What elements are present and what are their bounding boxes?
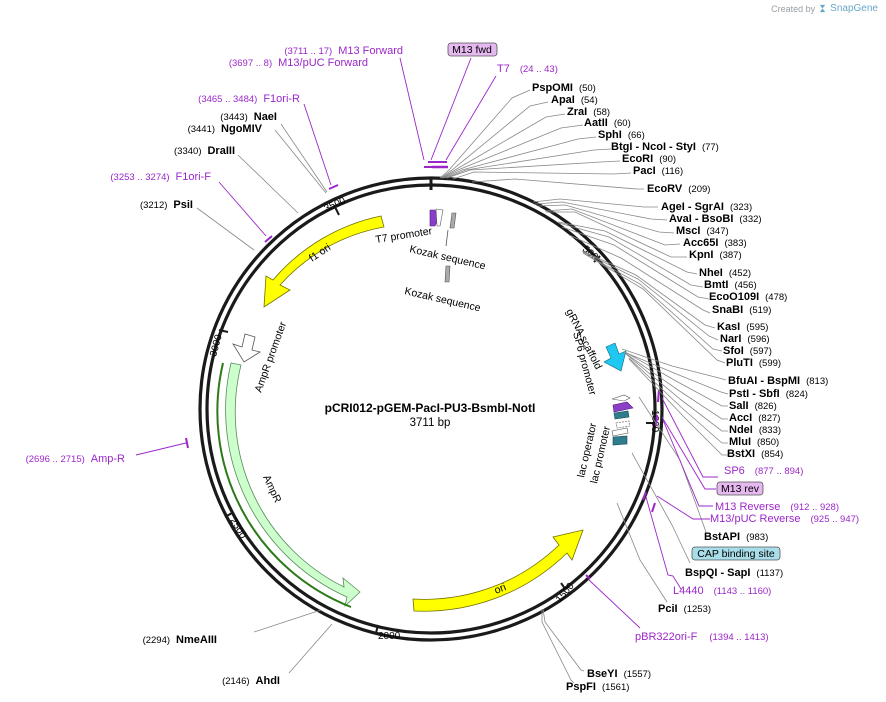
site-acc65i[interactable]: Acc65I(383): [683, 237, 747, 249]
site-paci[interactable]: PacI(116): [633, 165, 683, 177]
primer-m13-puc-reverse[interactable]: M13/pUC Reverse(925 .. 947): [710, 513, 859, 525]
site-pspomi[interactable]: PspOMI(50): [532, 82, 596, 94]
site-aatii[interactable]: AatII(60): [584, 117, 631, 129]
tick-label-3500: 3500: [323, 195, 348, 215]
site-leader-lines: [439, 89, 729, 684]
primer-pbr322ori-f[interactable]: pBR322ori-F(1394 .. 1413): [635, 631, 769, 643]
site-ecoo109i[interactable]: EcoO109I(478): [709, 291, 787, 303]
site-ahdi[interactable]: (2146)AhdI: [222, 675, 280, 687]
tick-label-2000: 2000: [378, 631, 401, 642]
site-nmeaiii[interactable]: (2294)NmeAIII: [143, 634, 217, 646]
site-msci[interactable]: MscI(347): [676, 225, 729, 237]
kozak-2-label: Kozak sequence: [403, 285, 482, 314]
primer-f1ori-f[interactable]: (3253 .. 3274)F1ori-F: [110, 171, 211, 183]
feature-f1-ori[interactable]: f1 ori: [263, 215, 385, 308]
site-sphi[interactable]: SphI(66): [598, 129, 645, 141]
m13-fwd-box[interactable]: M13 fwd: [447, 42, 498, 57]
site-psii[interactable]: (3212)PsiI: [140, 199, 193, 211]
site-nari[interactable]: NarI(596): [720, 333, 770, 345]
primer-sp6[interactable]: SP6(877 .. 894): [724, 465, 803, 477]
site-bseyi[interactable]: BseYI(1557): [587, 668, 651, 680]
primer-l4440[interactable]: L4440(1143 .. 1160): [673, 585, 771, 597]
primer-m13-reverse[interactable]: M13 Reverse(912 .. 928): [715, 501, 839, 513]
snapgene-logo-icon: [819, 4, 826, 13]
site-pspfi[interactable]: PspFI(1561): [566, 681, 629, 693]
credit-prefix: Created by: [771, 3, 816, 14]
site-avai-bsobi[interactable]: AvaI - BsoBI(332): [669, 213, 762, 225]
tick-label-2500: 2500: [227, 516, 248, 541]
site-pcii[interactable]: PciI(1253): [658, 603, 711, 615]
feature-ampr-promoter[interactable]: AmpR promoter: [232, 320, 290, 394]
restriction-sites-right: PspOMI(50) ApaI(54) ZraI(58) AatII(60) S…: [532, 82, 828, 693]
feature-kozak-2[interactable]: Kozak sequence: [403, 265, 482, 314]
site-bmti[interactable]: BmtI(456): [704, 279, 757, 291]
ampr-promoter-label: AmpR promoter: [253, 320, 290, 394]
site-psti-sbfi[interactable]: PstI - SbfI(824): [729, 388, 808, 400]
site-bspqi-sapi[interactable]: BspQI - SapI(1137): [685, 567, 783, 579]
feature-ori[interactable]: ori: [412, 529, 584, 612]
feature-t7-promoter[interactable]: T7 promoter: [375, 208, 444, 246]
credit-brand: SnapGene: [830, 3, 878, 14]
primer-marks: [185, 161, 660, 580]
primer-amp-r[interactable]: (2696 .. 2715)Amp-R: [26, 453, 125, 465]
cap-binding-site-label: CAP binding site: [697, 548, 775, 560]
site-sfoi[interactable]: SfoI(597): [723, 345, 772, 357]
site-agei-sgrai[interactable]: AgeI - SgrAI(323): [661, 201, 752, 213]
primer-m13-puc-forward[interactable]: (3697 .. 8)M13/pUC Forward: [229, 57, 368, 69]
feature-ampr[interactable]: AmpR: [216, 362, 361, 608]
site-zrai[interactable]: ZraI(58): [567, 106, 610, 118]
site-sali[interactable]: SalI(826): [729, 400, 777, 412]
credit-badge: Created by SnapGene: [771, 3, 878, 14]
feature-lac-labels: lac operator lac promoter: [575, 421, 613, 484]
primer-t7[interactable]: T7(24 .. 43): [497, 63, 558, 75]
ampr-label: AmpR: [260, 473, 283, 505]
cap-binding-site-box[interactable]: CAP binding site: [691, 546, 781, 561]
site-btgi-ncoi-styi[interactable]: BtgI - NcoI - StyI(77): [611, 141, 719, 153]
primer-labels: (3711 .. 17)M13 Forward (3697 .. 8)M13/p…: [26, 45, 859, 643]
site-ngomiv[interactable]: (3441)NgoMIV: [188, 123, 263, 135]
primer-m13-forward[interactable]: (3711 .. 17)M13 Forward: [284, 45, 403, 57]
site-leader-lines-left: [196, 123, 333, 674]
plasmid-size: 3711 bp: [410, 417, 451, 429]
site-bstapi[interactable]: BstAPI(983): [704, 531, 768, 543]
plasmid-name: pCRI012-pGEM-PacI-PU3-BsmbI-NotI: [325, 401, 536, 415]
site-nhei[interactable]: NheI(452): [699, 267, 751, 279]
feature-kozak-1[interactable]: Kozak sequence: [408, 212, 487, 272]
primer-leader-lines: [135, 57, 718, 629]
restriction-sites-left: (3443)NaeI (3441)NgoMIV (3340)DraIII (32…: [140, 111, 280, 687]
site-kpni[interactable]: KpnI(387): [689, 249, 742, 261]
site-naei[interactable]: (3443)NaeI: [220, 111, 277, 123]
ori-label: ori: [493, 581, 508, 596]
site-kasi[interactable]: KasI(595): [717, 321, 768, 333]
site-pluti[interactable]: PluTI(599): [726, 357, 781, 369]
site-ecori[interactable]: EcoRI(90): [622, 153, 676, 165]
site-acci[interactable]: AccI(827): [729, 412, 780, 424]
site-mlui[interactable]: MluI(850): [729, 436, 779, 448]
site-ecorv[interactable]: EcoRV(209): [647, 183, 710, 195]
site-draiii[interactable]: (3340)DraIII: [174, 145, 235, 157]
primer-f1ori-r[interactable]: (3465 .. 3484)F1ori-R: [198, 93, 300, 105]
feature-promoter-stack[interactable]: [611, 394, 634, 446]
site-bstxi[interactable]: BstXI(854): [727, 448, 783, 460]
m13-fwd-label: M13 fwd: [452, 44, 492, 56]
m13-rev-label: M13 rev: [721, 483, 760, 495]
t7-promoter-label: T7 promoter: [375, 225, 434, 246]
site-apai[interactable]: ApaI(54): [551, 94, 598, 106]
site-ndei[interactable]: NdeI(833): [729, 424, 781, 436]
m13-rev-box[interactable]: M13 rev: [716, 481, 764, 496]
site-bfuai-bspmi[interactable]: BfuAI - BspMI(813): [728, 375, 828, 387]
site-snabi[interactable]: SnaBI(519): [712, 304, 771, 316]
